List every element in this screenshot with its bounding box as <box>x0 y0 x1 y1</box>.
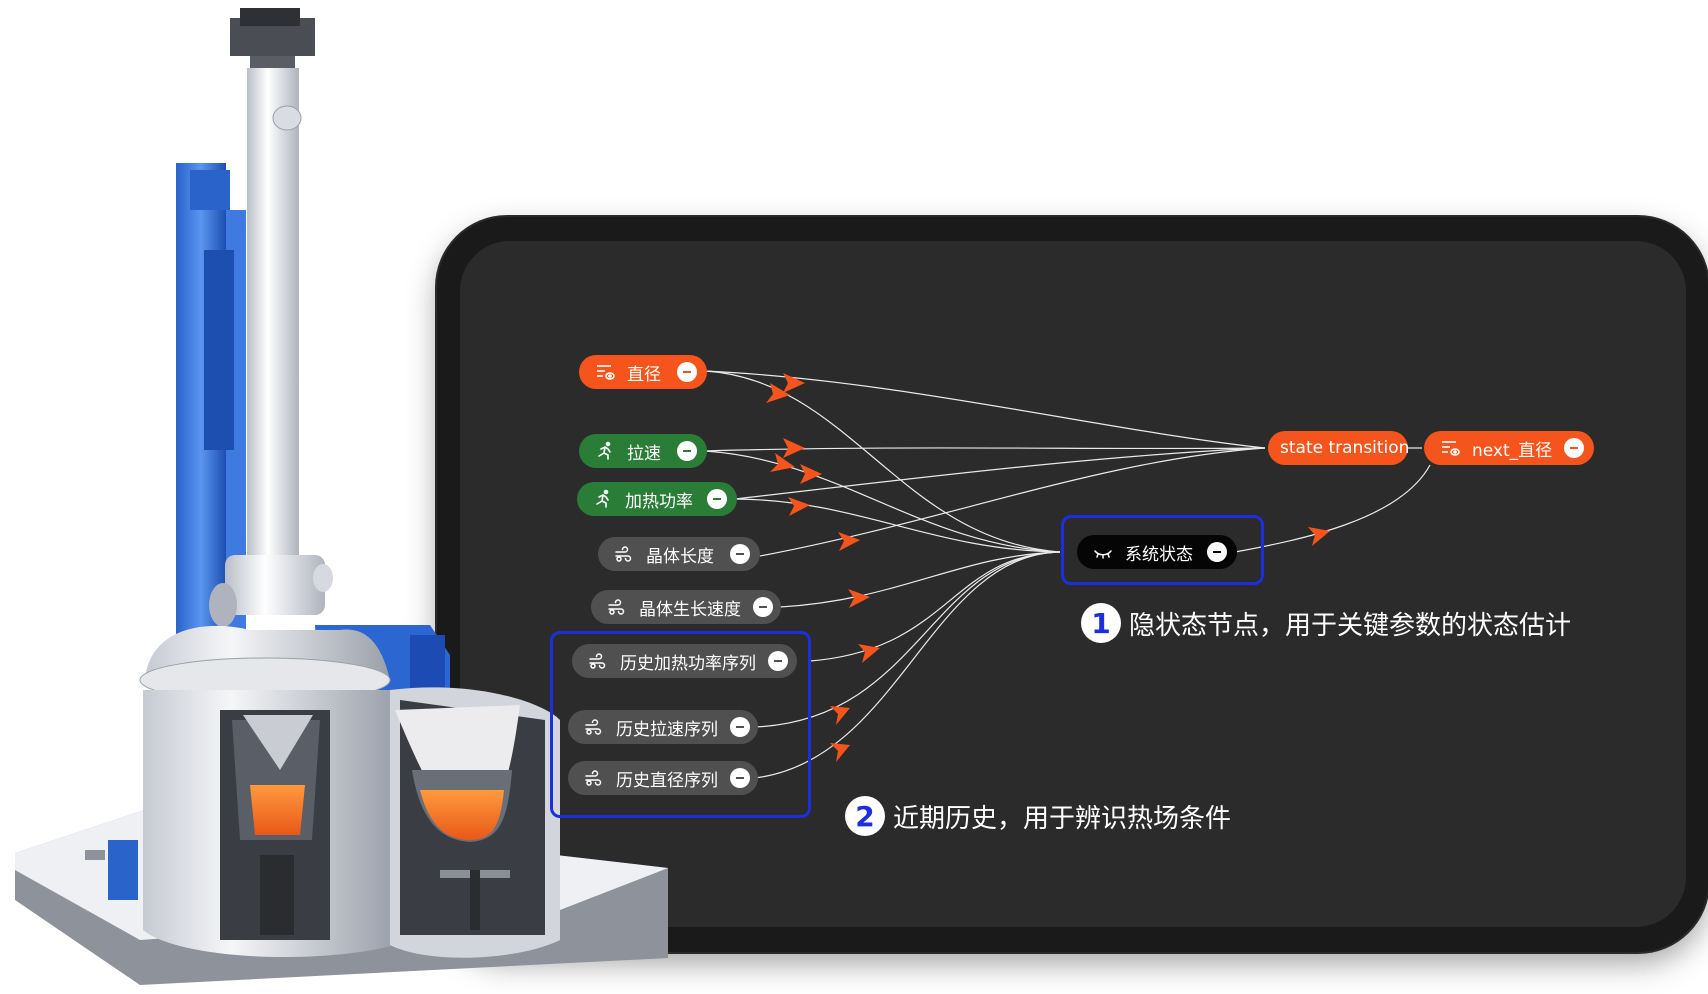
edge-heatpower-to-transition <box>734 447 1266 500</box>
node-label: 晶体生长速度 <box>639 599 741 620</box>
node-history-diameter[interactable]: 历史直径序列 <box>568 761 758 795</box>
edge-diameter-to-state <box>704 370 1061 553</box>
arrowhead <box>830 743 850 762</box>
running-person-icon <box>596 489 609 508</box>
collapse-button[interactable] <box>707 489 727 509</box>
node-label: 历史拉速序列 <box>616 719 718 740</box>
eye-list-icon <box>597 365 615 380</box>
arrowhead <box>770 453 795 472</box>
node-label: 加热功率 <box>625 491 693 512</box>
arrowhead <box>848 589 870 608</box>
annotation-2: 2 近期历史，用于辨识热场条件 <box>845 796 1231 836</box>
node-label: state transition <box>1280 438 1410 458</box>
annotation-text: 隐状态节点，用于关键参数的状态估计 <box>1129 610 1572 641</box>
node-label: 拉速 <box>627 443 661 464</box>
node-diameter[interactable]: 直径 <box>579 355 707 389</box>
node-history-pull-speed[interactable]: 历史拉速序列 <box>568 710 758 744</box>
node-crystal-length[interactable]: 晶体长度 <box>598 537 760 571</box>
arrowhead <box>800 464 822 484</box>
collapse-button[interactable] <box>1564 438 1585 458</box>
wind-icon <box>585 770 602 786</box>
annotation-number: 1 <box>1081 603 1121 643</box>
arrowhead <box>838 532 860 551</box>
node-label: 直径 <box>627 364 661 385</box>
collapse-button[interactable] <box>730 544 750 564</box>
closed-eye-icon <box>1094 550 1112 559</box>
wind-icon <box>615 546 632 562</box>
collapse-button[interactable] <box>677 441 697 461</box>
arrowhead <box>830 706 850 725</box>
collapse-button[interactable] <box>730 717 750 737</box>
node-growth-rate[interactable]: 晶体生长速度 <box>591 590 781 624</box>
czochralski-furnace-illustration <box>15 8 668 985</box>
edge-histpower-to-state <box>809 551 1061 662</box>
edges <box>704 370 1431 779</box>
arrowhead <box>1308 527 1330 546</box>
node-system-state[interactable]: 系统状态 <box>1077 535 1237 569</box>
eye-list-icon <box>1442 441 1460 456</box>
arrowhead <box>858 644 880 663</box>
arrowhead <box>788 497 810 516</box>
arrowhead <box>783 373 805 393</box>
edge-heatpower-to-state <box>734 498 1061 553</box>
edge-pullspeed-to-state <box>704 450 1061 553</box>
node-next-diameter[interactable]: next_直径 <box>1424 431 1594 465</box>
node-heating-power[interactable]: 加热功率 <box>577 482 737 516</box>
highlight-box-history <box>550 631 811 818</box>
edge-histspeed-to-state <box>754 551 1061 728</box>
annotation-1: 1 隐状态节点，用于关键参数的状态估计 <box>1081 603 1571 643</box>
node-state-transition[interactable]: state transition <box>1268 431 1410 465</box>
collapse-button[interactable] <box>677 362 697 382</box>
node-history-heating-power[interactable]: 历史加热功率序列 <box>572 644 797 678</box>
running-person-icon <box>598 441 611 460</box>
collapse-button[interactable] <box>730 768 750 788</box>
wind-icon <box>608 599 625 615</box>
collapse-button[interactable] <box>1207 542 1227 562</box>
node-label: 历史直径序列 <box>616 770 718 791</box>
edge-arrowheads <box>766 373 1330 762</box>
arrowhead <box>783 438 805 458</box>
edge-state-to-next <box>1234 464 1431 553</box>
edge-pullspeed-to-transition <box>704 447 1266 452</box>
node-pull-speed[interactable]: 拉速 <box>579 434 707 468</box>
node-label: 历史加热功率序列 <box>620 653 756 674</box>
collapse-button[interactable] <box>768 651 788 671</box>
edge-growth-to-state <box>779 551 1061 608</box>
wind-icon <box>585 719 602 735</box>
highlight-box-system-state <box>1061 515 1264 585</box>
wind-icon <box>589 653 606 669</box>
node-label: next_直径 <box>1472 440 1553 461</box>
collapse-button[interactable] <box>753 597 773 617</box>
annotation-number: 2 <box>845 796 885 836</box>
node-label: 晶体长度 <box>646 546 714 567</box>
edge-length-to-transition <box>759 447 1266 557</box>
node-label: 系统状态 <box>1125 544 1193 565</box>
annotation-text: 近期历史，用于辨识热场条件 <box>893 803 1232 834</box>
arrowhead <box>766 383 790 403</box>
